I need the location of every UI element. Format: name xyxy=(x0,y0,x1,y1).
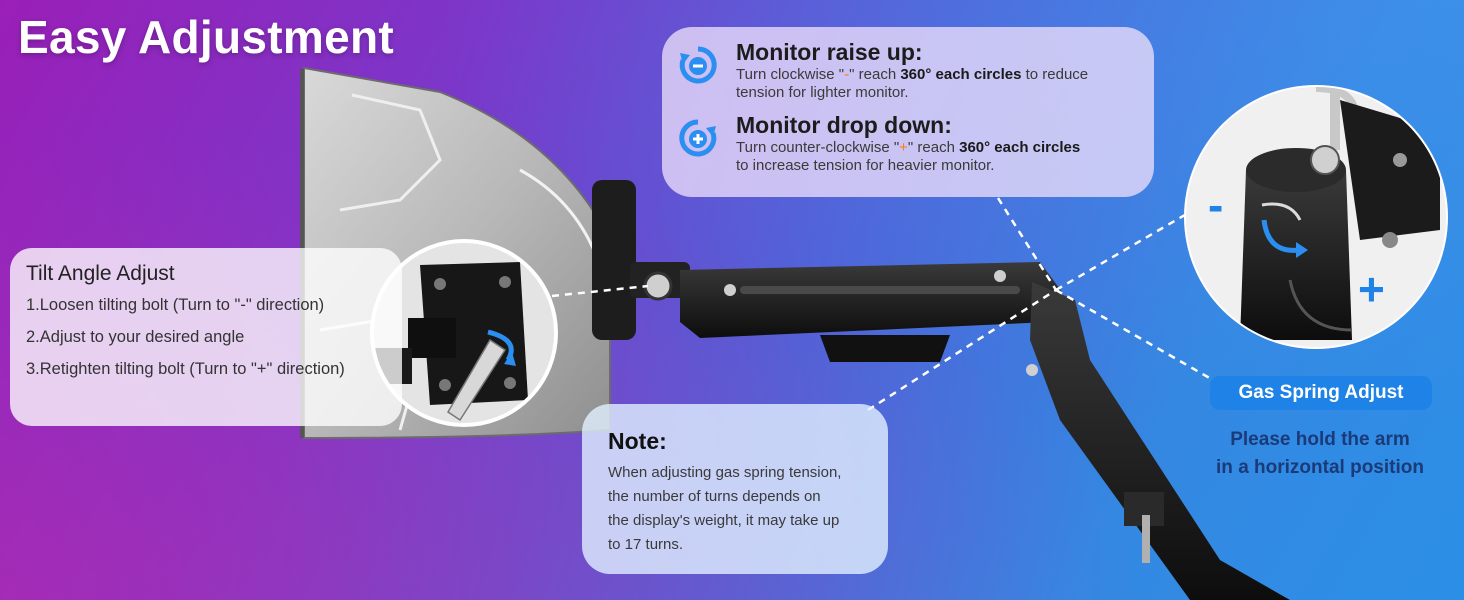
tilt-step: 2.Adjust to your desired angle xyxy=(26,328,245,346)
plus-sign-label: + xyxy=(1358,263,1385,315)
gas-spring-caption: Please hold the arm in a horizontal posi… xyxy=(1216,429,1424,478)
rotate-minus-icon xyxy=(679,46,717,84)
tilt-bolt-zoom xyxy=(370,239,558,427)
drop-down-description: Turn counter-clockwise "+" reach 360° ea… xyxy=(736,139,1081,174)
callout-lines xyxy=(551,197,1221,412)
tension-panel: Monitor raise up: Turn clockwise "-" rea… xyxy=(662,27,1154,197)
raise-up-title: Monitor raise up: xyxy=(736,39,923,65)
drop-down-section: Monitor drop down: Turn counter-clockwis… xyxy=(679,112,1138,175)
tilt-title: Tilt Angle Adjust xyxy=(26,262,175,285)
rotate-plus-icon xyxy=(679,119,717,157)
minus-sign-label: - xyxy=(1208,179,1224,231)
gas-spring-badge: Gas Spring Adjust xyxy=(1210,376,1432,410)
tilt-step: 1.Loosen tilting bolt (Turn to "-" direc… xyxy=(26,296,325,314)
drop-down-title: Monitor drop down: xyxy=(736,112,952,138)
note-panel: Note: When adjusting gas spring tension,… xyxy=(582,404,888,574)
note-text: When adjusting gas spring tension, the n… xyxy=(608,464,842,553)
tilt-angle-panel: Tilt Angle Adjust 1.Loosen tilting bolt … xyxy=(10,248,402,426)
tilt-step: 3.Retighten tilting bolt (Turn to "+" di… xyxy=(26,360,345,378)
note-title: Note: xyxy=(608,428,667,454)
gas-spring-zoom xyxy=(1184,85,1448,349)
page-title: Easy Adjustment xyxy=(18,11,395,63)
raise-up-section: Monitor raise up: Turn clockwise "-" rea… xyxy=(679,39,1138,102)
raise-up-description: Turn clockwise "-" reach 360° each circl… xyxy=(736,66,1089,101)
